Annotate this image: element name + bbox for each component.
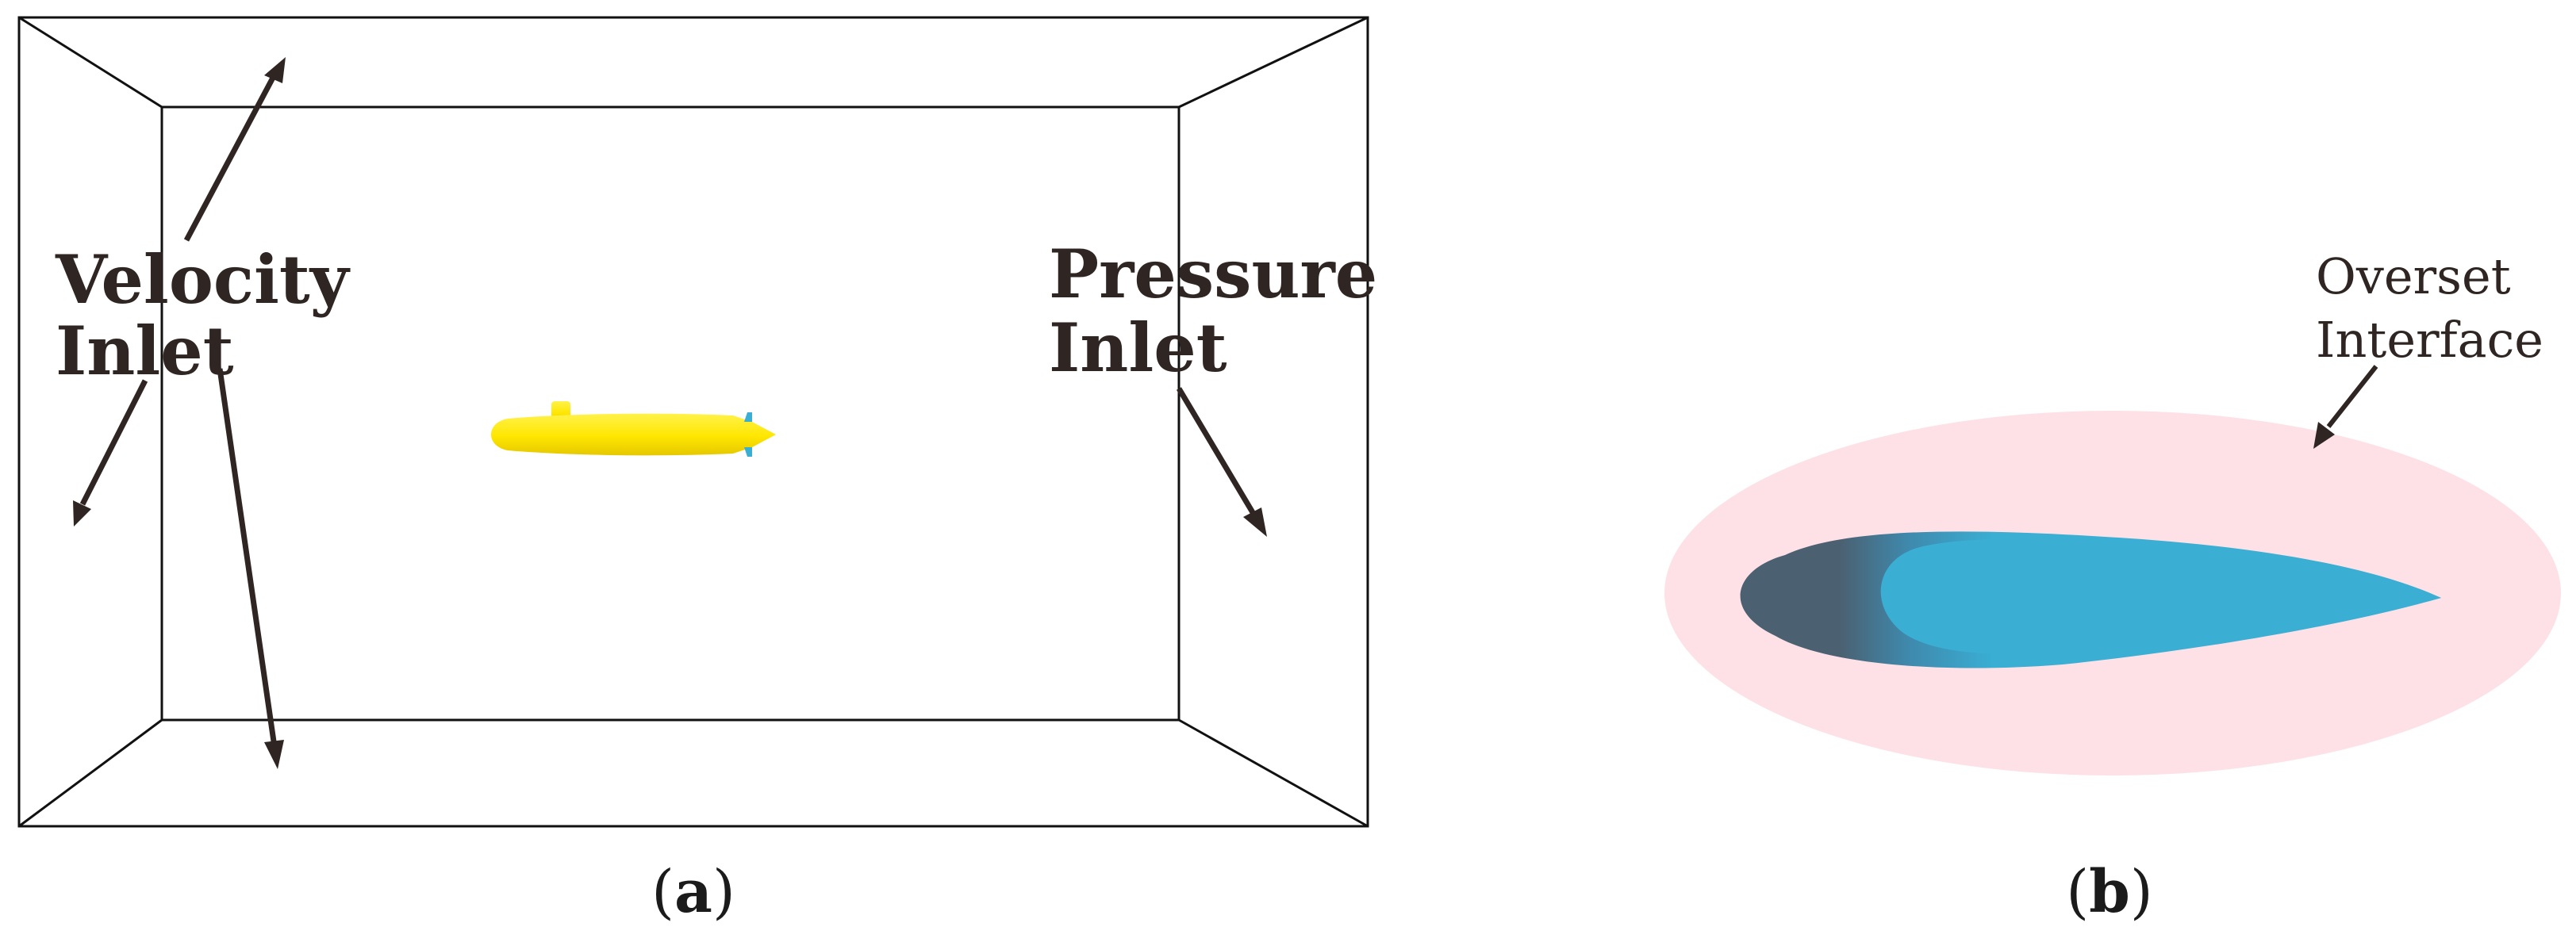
velocity-arrow-to-left — [79, 379, 148, 506]
submarine-hull — [491, 413, 776, 456]
velocity-arrow-to-bottom — [217, 368, 277, 742]
overset-arrow-head — [2313, 422, 2335, 449]
corner-edge-bottom-right — [1178, 718, 1369, 828]
panel-a: Velocity Inlet Pressure Inlet (a) — [17, 16, 1377, 926]
velocity-arrow-head-left — [73, 500, 91, 527]
overset-interface-arrow — [2313, 365, 2378, 449]
computational-domain-box — [17, 16, 1369, 828]
hydrofoil — [1740, 531, 2441, 668]
hydrofoil-upper-surface — [1880, 538, 2441, 655]
velocity-inlet-arrows — [73, 57, 286, 769]
pressure-arrow-head — [1243, 507, 1267, 537]
velocity-arrow-to-top — [183, 76, 276, 242]
corner-edge-bottom-left — [18, 718, 163, 828]
velocity-arrow-head-bottom — [264, 740, 284, 769]
velocity-inlet-label-line2: Inlet — [56, 312, 234, 390]
panel-b: Overset Interface (b) — [1664, 247, 2561, 926]
outer-boundary — [17, 16, 1369, 828]
pressure-inlet-arrow — [1176, 387, 1267, 537]
panel-a-caption: (a) — [651, 858, 735, 926]
corner-edge-top-right — [1178, 16, 1369, 109]
pressure-inlet-label-line1: Pressure — [1049, 235, 1377, 313]
pressure-arrow-line — [1176, 387, 1257, 515]
overset-arrow-line — [2326, 365, 2378, 428]
pressure-inlet-label-line2: Inlet — [1049, 308, 1227, 387]
submarine-model — [491, 401, 776, 457]
submarine-tail-fin-top — [744, 412, 752, 422]
inner-boundary — [160, 105, 1181, 722]
velocity-arrow-head-top — [264, 57, 286, 83]
overset-interface-label-line2: Interface — [2316, 311, 2543, 369]
overset-interface-label-line1: Overset — [2316, 247, 2511, 305]
submarine-tail-fin-bottom — [744, 447, 752, 457]
corner-edge-top-left — [18, 16, 163, 109]
velocity-inlet-label-line1: Velocity — [55, 240, 351, 319]
panel-b-caption: (b) — [2066, 858, 2153, 926]
